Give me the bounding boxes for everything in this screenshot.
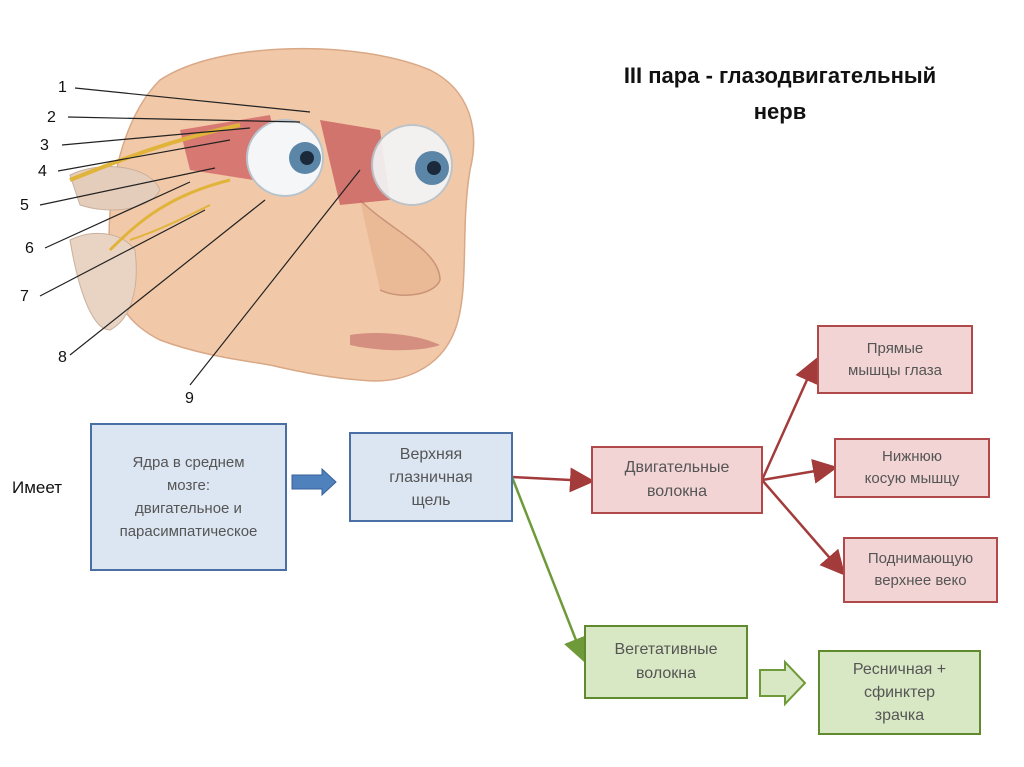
label-6: 6	[25, 240, 34, 257]
label-leaders	[39, 87, 361, 386]
nerve-branch-2	[129, 204, 211, 241]
arrow-fissure-to-autonomic	[510, 476, 588, 663]
nerve-branch	[108, 178, 231, 252]
box-autonomic-fibers: Вегетативные волокна	[584, 625, 748, 699]
box-motor-fibers: Двигательные волокна	[591, 446, 763, 514]
label-8: 8	[58, 349, 67, 366]
arrow-nuclei-to-fissure	[291, 467, 337, 497]
arrow-motor-to-rectus	[760, 357, 819, 481]
label-5: 5	[20, 197, 29, 214]
box-inferior-oblique: Нижнюю косую мышцу	[834, 438, 990, 498]
brainstem	[69, 232, 137, 331]
box-levator: Поднимающую верхнее веко	[843, 537, 998, 603]
anatomy-illustration: 1 2 3 4 5 6 7 8 9	[20, 47, 475, 407]
arrow-motor-to-levator	[761, 479, 846, 576]
slide-title: III пара - глазодвигательный нерв	[623, 63, 937, 124]
box-ciliary-sphincter: Ресничная + сфинктер зрачка	[818, 650, 981, 735]
pupil-left	[300, 151, 314, 165]
label-1: 1	[58, 79, 67, 96]
eyeball-left	[246, 119, 324, 197]
box-fissure: Верхняя глазничная щель	[349, 432, 513, 522]
label-7: 7	[20, 288, 29, 305]
label-4: 4	[38, 163, 47, 180]
box-nuclei: Ядра в среднем мозге: двигательное и пар…	[90, 423, 287, 571]
arrow-autonomic-to-ciliary	[759, 659, 807, 707]
arrow-motor-to-oblique	[761, 459, 838, 484]
muscle-cone-right	[320, 120, 390, 205]
lips	[350, 333, 440, 351]
label-3: 3	[40, 137, 49, 154]
box-rectus-muscles: Прямые мышцы глаза	[817, 325, 973, 394]
arrow-fissure-to-motor	[511, 467, 595, 493]
label-9: 9	[185, 390, 194, 407]
label-2: 2	[47, 109, 56, 126]
nose	[359, 199, 441, 296]
has-label: Имеет	[12, 478, 63, 497]
pupil-right	[427, 161, 441, 175]
